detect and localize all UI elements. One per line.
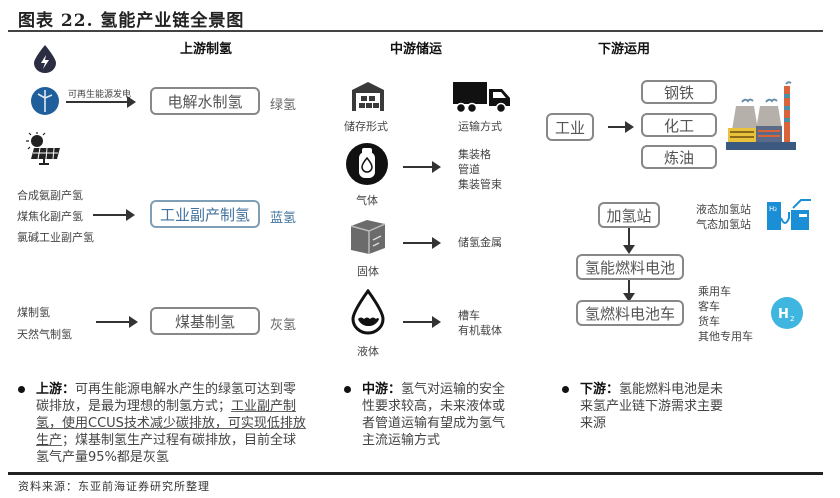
note-text: 氢气对运输的安全性要求较高，未来液体或者管道运输有望成为氢气主流运输方式 — [362, 382, 506, 448]
tag-green-hydrogen: 绿氢 — [270, 98, 297, 113]
station-type-item: 气态加氢站 — [696, 218, 751, 231]
top-divider — [8, 30, 823, 32]
liquid-form-label: 液体 — [357, 345, 379, 358]
use-box-chemical: 化工 — [641, 113, 717, 137]
byproduct-sources-list: 合成氨副产氢 煤焦化副产氢 氯碱工业副产氢 — [17, 185, 94, 248]
hydrogen-station-icon: H₂ — [765, 196, 815, 236]
vehicle-type-item: 货车 — [698, 315, 720, 328]
source-item: 氯碱工业副产氢 — [17, 231, 94, 244]
method-item: 集装管束 — [458, 178, 502, 191]
truck-icon — [452, 80, 512, 118]
vehicle-type-item: 其他专用车 — [698, 330, 753, 343]
upstream-heading: 上游制氢 — [180, 42, 233, 57]
note-text-underlined: 工业副产制氢，使用CCUS技术减少碳排放，可实现低排放生产 — [36, 399, 306, 448]
process-box-coal-based: 煤基制氢 — [150, 307, 260, 335]
use-box-refining: 炼油 — [641, 145, 717, 169]
note-text: 氢能燃料电池是未来氢产业链下游需求主要来源 — [580, 382, 724, 431]
liquid-drop-icon — [350, 288, 386, 339]
upstream-note: 上游：可再生能源电解水产生的绿氢可达到零碳排放，是最为理想的制氢方式；工业副产制… — [18, 381, 306, 466]
note-sep: ： — [62, 382, 76, 397]
source-note: 资料来源：东亚前海证券研究所整理 — [18, 480, 210, 493]
arrow-byproduct — [93, 209, 135, 221]
process-box-electrolysis: 电解水制氢 — [150, 87, 260, 115]
svg-text:2: 2 — [790, 315, 794, 323]
midstream-heading: 中游储运 — [390, 42, 443, 57]
wind-turbine-icon — [30, 86, 60, 120]
note-label: 下游 — [580, 382, 607, 397]
transport-method-label: 运输方式 — [458, 120, 502, 133]
source-item: 煤焦化副产氢 — [17, 210, 83, 223]
bullet-dot — [18, 386, 25, 393]
gas-cylinder-icon — [345, 142, 389, 190]
note-label: 中游 — [362, 382, 389, 397]
vehicle-types-list: 乘用车 客车 货车 其他专用车 — [698, 284, 753, 344]
note-sep: ： — [606, 382, 620, 397]
method-item: 储氢金属 — [458, 236, 502, 249]
arrow-liquid — [403, 316, 441, 328]
source-item: 煤制氢 — [17, 306, 50, 319]
vehicle-type-item: 乘用车 — [698, 285, 731, 298]
factory-icon — [726, 80, 798, 156]
solid-block-icon — [347, 218, 389, 260]
vehicle-type-item: 客车 — [698, 300, 720, 313]
tag-blue-hydrogen: 蓝氢 — [270, 211, 297, 226]
source-item: 合成氨副产氢 — [17, 189, 83, 202]
note-text: ；煤基制氢生产过程有碳排放，目前全球氢气产量95%都是灰氢 — [36, 433, 297, 465]
arrow-solid — [403, 237, 441, 249]
gas-form-label: 气体 — [356, 194, 378, 207]
station-type-item: 液态加氢站 — [696, 203, 751, 216]
industry-box: 工业 — [546, 113, 594, 141]
solid-form-label: 固体 — [357, 265, 379, 278]
method-item: 槽车 — [458, 309, 480, 322]
method-item: 集装格 — [458, 148, 491, 161]
arrow-fuel-cell-to-vehicle — [623, 280, 635, 302]
storage-form-label: 储存形式 — [344, 120, 388, 133]
gas-methods-list: 集装格 管道 集装管束 — [458, 147, 502, 192]
midstream-note: 中游：氢气对运输的安全性要求较高，未来液体或者管道运输有望成为氢气主流运输方式 — [344, 381, 512, 449]
source-item: 天然气制氢 — [17, 328, 72, 341]
renewable-power-label: 可再生能源发电 — [68, 90, 132, 100]
svg-text:H₂: H₂ — [769, 205, 777, 213]
fuel-cell-box: 氢能燃料电池 — [576, 254, 684, 280]
station-box: 加氢站 — [598, 202, 660, 228]
bullet-dot — [562, 386, 569, 393]
method-item: 管道 — [458, 163, 480, 176]
arrow-fossil — [96, 316, 138, 328]
downstream-heading: 下游运用 — [598, 42, 651, 57]
arrow-renewable-to-electrolysis — [66, 96, 136, 108]
note-label: 上游 — [36, 382, 63, 397]
method-item: 有机载体 — [458, 324, 502, 337]
note-text: 可再生能源电解水产生的绿氢可达到零碳排放，是最为理想的制氢方式； — [36, 382, 297, 414]
station-types-list: 液态加氢站 气态加氢站 — [696, 202, 751, 232]
use-box-steel: 钢铁 — [641, 80, 717, 104]
arrow-gas — [403, 161, 441, 173]
arrow-station-to-fuel-cell — [623, 228, 635, 254]
vehicle-box: 氢燃料电池车 — [576, 300, 684, 326]
solar-panel-icon — [26, 132, 62, 170]
svg-text:H: H — [778, 307, 789, 322]
warehouse-icon — [350, 80, 386, 116]
arrow-industry — [608, 121, 634, 133]
hydro-power-icon — [32, 44, 58, 78]
bullet-dot — [344, 386, 351, 393]
bottom-divider — [8, 472, 823, 475]
solid-methods-list: 储氢金属 — [458, 235, 502, 250]
liquid-methods-list: 槽车 有机载体 — [458, 308, 502, 338]
process-box-industrial-byproduct: 工业副产制氢 — [150, 200, 260, 228]
tag-grey-hydrogen: 灰氢 — [270, 318, 297, 333]
downstream-note: 下游：氢能燃料电池是未来氢产业链下游需求主要来源 — [562, 381, 730, 432]
note-sep: ： — [388, 382, 402, 397]
fossil-sources-list: 煤制氢 天然气制氢 — [17, 302, 72, 346]
figure-title: 图表 22. 氢能产业链全景图 — [18, 11, 245, 31]
